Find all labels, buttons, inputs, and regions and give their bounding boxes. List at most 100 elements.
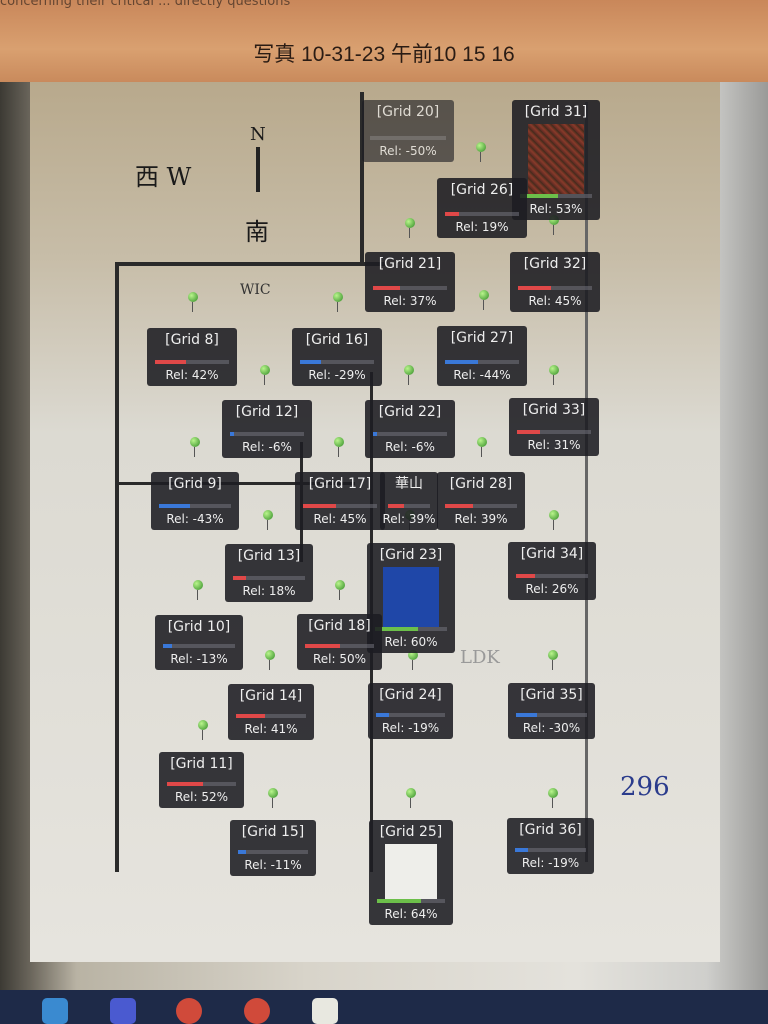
grid-card[interactable]: [Grid 27]Rel: -44% — [437, 326, 527, 386]
grid-card[interactable]: [Grid 9]Rel: -43% — [151, 472, 239, 530]
grid-thumbnail — [383, 567, 439, 627]
map-pin-icon[interactable] — [405, 218, 415, 238]
grid-card[interactable]: [Grid 18] Rel: 50% — [297, 614, 382, 670]
grid-card[interactable]: [Grid 10]Rel: -13% — [155, 615, 243, 670]
grid-label: 華山 — [395, 476, 423, 492]
grid-card[interactable]: [Grid 13]Rel: 18% — [225, 544, 313, 602]
grid-label: [Grid 36] — [519, 822, 582, 838]
relevance-value: Rel: -19% — [521, 856, 580, 870]
map-pin-icon[interactable] — [477, 437, 487, 457]
grid-card[interactable]: [Grid 32]Rel: 45% — [510, 252, 600, 312]
grid-label: [Grid 35] — [520, 687, 583, 703]
grid-label: [Grid 31] — [524, 104, 588, 120]
map-pin-icon[interactable] — [260, 365, 270, 385]
map-pin-icon[interactable] — [188, 292, 198, 312]
map-pin-icon[interactable] — [334, 437, 344, 457]
map-pin-icon[interactable] — [335, 580, 345, 600]
map-pin-icon[interactable] — [268, 788, 278, 808]
relevance-bar — [445, 360, 519, 364]
relevance-bar-fill — [238, 850, 246, 854]
relevance-value: Rel: 37% — [383, 294, 437, 308]
relevance-value: Rel: -6% — [242, 440, 292, 454]
relevance-bar-fill — [305, 644, 340, 648]
grid-card[interactable]: [Grid 17]Rel: 45% — [295, 472, 385, 530]
relevance-bar-fill — [155, 360, 187, 364]
grid-card[interactable]: [Grid 22]Rel: -6% — [365, 400, 455, 458]
relevance-bar-fill — [375, 627, 419, 631]
map-pin-icon[interactable] — [198, 720, 208, 740]
grid-card[interactable]: [Grid 36] Rel: -19% — [507, 818, 594, 874]
relevance-bar-fill — [373, 286, 401, 290]
grid-card[interactable]: [Grid 20]Rel: -50% — [362, 100, 454, 162]
relevance-bar — [155, 360, 229, 364]
taskbar-app-icon[interactable] — [42, 998, 68, 1024]
map-pin-icon[interactable] — [406, 788, 416, 808]
map-pin-icon[interactable] — [263, 510, 273, 530]
relevance-value: Rel: 53% — [529, 202, 583, 216]
relevance-bar — [445, 212, 519, 216]
relevance-bar-fill — [377, 899, 421, 903]
relevance-value: Rel: 50% — [312, 652, 367, 666]
taskbar-app-icon[interactable] — [110, 998, 136, 1024]
relevance-bar-fill — [445, 360, 478, 364]
relevance-bar-fill — [300, 360, 322, 364]
grid-card[interactable]: [Grid 34]Rel: 26% — [508, 542, 596, 600]
relevance-value: Rel: -43% — [166, 512, 224, 526]
grid-card[interactable]: [Grid 8]Rel: 42% — [147, 328, 237, 386]
map-pin-icon[interactable] — [404, 365, 414, 385]
relevance-bar-fill — [376, 713, 390, 717]
browser-icon[interactable] — [244, 998, 270, 1024]
map-pin-icon[interactable] — [549, 510, 559, 530]
map-pin-icon[interactable] — [476, 142, 486, 162]
map-pin-icon[interactable] — [190, 437, 200, 457]
ldk-label: LDK — [460, 647, 500, 668]
grid-card[interactable]: [Grid 28]Rel: 39% — [437, 472, 525, 530]
grid-card[interactable]: [Grid 24]Rel: -19% — [368, 683, 453, 739]
grid-card[interactable]: [Grid 11]Rel: 52% — [159, 752, 244, 808]
map-pin-icon[interactable] — [548, 650, 558, 670]
relevance-bar — [445, 504, 517, 508]
grid-card[interactable]: [Grid 12]Rel: -6% — [222, 400, 312, 458]
relevance-bar — [305, 644, 374, 648]
relevance-bar — [300, 360, 374, 364]
relevance-bar-fill — [233, 576, 246, 580]
map-pin-icon[interactable] — [333, 292, 343, 312]
relevance-value: Rel: -29% — [308, 368, 366, 382]
relevance-value: Rel: -13% — [170, 652, 228, 666]
grid-card[interactable]: [Grid 16]Rel: -29% — [292, 328, 382, 386]
grid-card[interactable]: [Grid 15]Rel: -11% — [230, 820, 316, 876]
grid-card[interactable]: [Grid 35]Rel: -30% — [508, 683, 595, 739]
screen: 西 W N 南 WIC LDK 296 [Grid 20]Rel: -50%[G… — [0, 82, 768, 990]
browser-icon[interactable] — [176, 998, 202, 1024]
taskbar — [0, 990, 768, 1024]
relevance-bar — [370, 136, 446, 140]
grid-card[interactable]: [Grid 14]Rel: 41% — [228, 684, 314, 740]
relevance-bar — [159, 504, 231, 508]
grid-card[interactable]: [Grid 26]Rel: 19% — [437, 178, 527, 238]
map-pin-icon[interactable] — [548, 788, 558, 808]
grid-card[interactable]: [Grid 31] Rel: 53% — [512, 100, 600, 220]
map-pin-icon[interactable] — [265, 650, 275, 670]
wic-label: WIC — [240, 282, 271, 298]
grid-card[interactable]: [Grid 25]Rel: 64% — [369, 820, 453, 925]
relevance-bar — [516, 713, 587, 717]
relevance-value: Rel: 39% — [454, 512, 508, 526]
relevance-bar — [236, 714, 306, 718]
south-label: 南 — [245, 218, 269, 246]
map-pin-icon[interactable] — [549, 365, 559, 385]
relevance-value: Rel: 60% — [384, 635, 438, 649]
map-pin-icon[interactable] — [408, 650, 418, 670]
map-pin-icon[interactable] — [193, 580, 203, 600]
relevance-bar — [303, 504, 377, 508]
relevance-bar — [167, 782, 236, 786]
relevance-bar-fill — [516, 574, 535, 578]
map-pin-icon[interactable] — [549, 215, 559, 235]
grid-card[interactable]: [Grid 21]Rel: 37% — [365, 252, 455, 312]
relevance-bar-fill — [159, 504, 190, 508]
photo-caption: 写真 10-31-23 午前10 15 16 — [253, 43, 515, 66]
map-pin-icon[interactable] — [479, 290, 489, 310]
grid-label: [Grid 18] — [308, 618, 371, 634]
grid-card[interactable]: [Grid 33]Rel: 31% — [509, 398, 599, 456]
file-icon[interactable] — [312, 998, 338, 1024]
